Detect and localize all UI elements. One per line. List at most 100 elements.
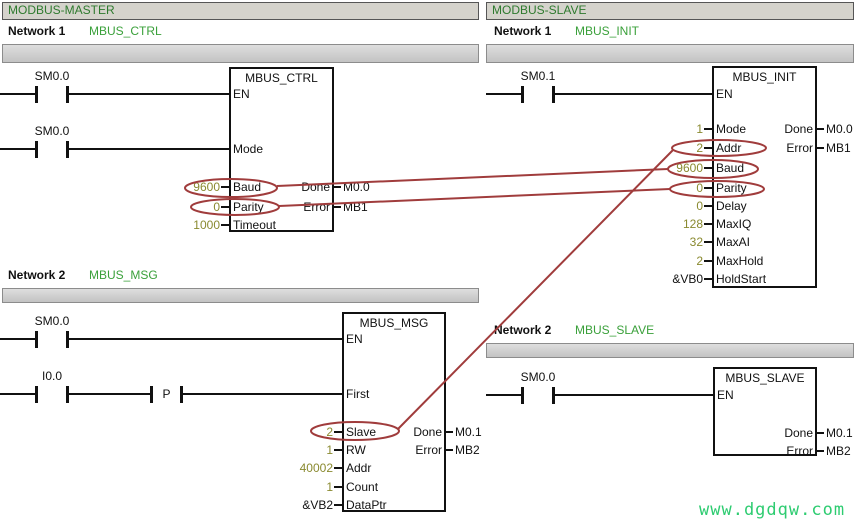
pin-label-holdstart: HoldStart	[716, 272, 767, 286]
param-value-dataptr[interactable]: &VB2	[302, 498, 333, 512]
param-value-baud[interactable]: 9600	[193, 180, 220, 194]
output-operand-done[interactable]: M0.1	[826, 426, 853, 440]
network-separator-bar	[2, 44, 479, 63]
param-value-slave[interactable]: 2	[326, 425, 333, 439]
watermark-text: www.dgdqw.com	[699, 500, 846, 520]
network-title: MBUS_CTRL	[89, 24, 162, 38]
pin-label-error: Error	[415, 443, 442, 457]
output-operand-done[interactable]: M0.0	[826, 122, 853, 136]
wire	[555, 394, 713, 396]
pin-tick	[221, 186, 229, 188]
param-value-holdstart[interactable]: &VB0	[672, 272, 703, 286]
param-value-maxai[interactable]: 32	[689, 235, 703, 249]
slave-program-header[interactable]: MODBUS-SLAVE	[486, 2, 854, 20]
pin-label-en: EN	[346, 332, 363, 346]
pin-tick	[221, 206, 229, 208]
pin-label-timeout: Timeout	[233, 218, 276, 232]
pin-label-addr: Addr	[346, 461, 372, 475]
param-value-maxiq[interactable]: 128	[682, 217, 703, 231]
contact-operand: SM0.0	[520, 370, 556, 384]
pin-tick	[333, 186, 341, 188]
output-operand-error[interactable]: MB1	[826, 141, 851, 155]
block-title: MBUS_INIT	[732, 70, 797, 84]
param-value-parity[interactable]: 0	[696, 181, 703, 195]
pin-label-parity: Parity	[233, 200, 264, 214]
pin-label-slave: Slave	[346, 425, 377, 439]
contact-bar	[552, 86, 555, 103]
master-program-header[interactable]: MODBUS-MASTER	[2, 2, 479, 20]
pin-label-done: Done	[301, 180, 330, 194]
block-title: MBUS_CTRL	[245, 71, 318, 85]
wire	[555, 93, 712, 95]
wire	[486, 394, 521, 396]
pin-label-en: EN	[717, 388, 734, 402]
param-value-baud[interactable]: 9600	[676, 161, 703, 175]
pin-tick	[704, 241, 712, 243]
param-value-parity[interactable]: 0	[213, 200, 220, 214]
output-operand-done[interactable]: M0.0	[343, 180, 370, 194]
pin-tick	[704, 223, 712, 225]
wire	[183, 393, 342, 395]
pin-label-count: Count	[346, 480, 379, 494]
pin-label-parity: Parity	[716, 181, 747, 195]
param-value-delay[interactable]: 0	[696, 199, 703, 213]
param-value-addr[interactable]: 40002	[299, 461, 333, 475]
param-value-count[interactable]: 1	[326, 480, 333, 494]
block-title: MBUS_SLAVE	[725, 371, 805, 385]
function-block-mbus-slave[interactable]: MBUS_SLAVE	[713, 367, 817, 456]
contact-operand: SM0.1	[520, 69, 556, 83]
param-value-rw[interactable]: 1	[326, 443, 333, 457]
pin-tick	[816, 147, 824, 149]
function-block-mbus-ctrl[interactable]: MBUS_CTRL	[229, 67, 334, 232]
wire	[0, 338, 37, 340]
pin-tick	[334, 486, 342, 488]
master-program-header-label: MODBUS-MASTER	[8, 3, 115, 17]
output-operand-error[interactable]: MB2	[826, 444, 851, 458]
param-value-addr[interactable]: 2	[696, 141, 703, 155]
pin-tick	[704, 167, 712, 169]
pin-label-mode: Mode	[716, 122, 747, 136]
pin-label-first: First	[346, 387, 370, 401]
annotation-line-parity-match	[278, 188, 671, 207]
wire	[69, 148, 229, 150]
output-operand-done[interactable]: M0.1	[455, 425, 482, 439]
pin-tick	[704, 260, 712, 262]
pin-label-rw: RW	[346, 443, 366, 457]
param-value-mode[interactable]: 1	[696, 122, 703, 136]
pin-label-maxhold: MaxHold	[716, 254, 764, 268]
pin-label-error: Error	[786, 141, 813, 155]
output-operand-error[interactable]: MB2	[455, 443, 480, 457]
pin-tick	[704, 147, 712, 149]
pin-label-en: EN	[716, 87, 733, 101]
contact-bar	[150, 386, 153, 403]
annotation-line-baud-match	[276, 168, 669, 187]
wire	[486, 93, 521, 95]
network-label: Network 1	[494, 24, 552, 38]
contact-bar	[180, 386, 183, 403]
network-separator-bar	[2, 288, 479, 303]
wire	[69, 338, 342, 340]
contact-operand: SM0.0	[34, 314, 70, 328]
pin-tick	[445, 449, 453, 451]
network-label: Network 2	[8, 268, 66, 282]
pin-label-done: Done	[784, 122, 813, 136]
network-title: MBUS_SLAVE	[575, 323, 655, 337]
pin-label-error: Error	[303, 200, 330, 214]
param-value-maxhold[interactable]: 2	[696, 254, 703, 268]
pin-tick	[704, 187, 712, 189]
contact-bar	[66, 331, 69, 348]
pin-label-maxiq: MaxIQ	[716, 217, 752, 231]
contact-bar	[521, 387, 524, 404]
pin-tick	[334, 449, 342, 451]
contact-operand: I0.0	[41, 369, 62, 383]
wire	[69, 393, 150, 395]
pin-tick	[334, 431, 342, 433]
edge-contact-label: P	[162, 387, 171, 401]
contact-bar	[66, 386, 69, 403]
pin-tick	[334, 504, 342, 506]
pin-label-mode: Mode	[233, 142, 264, 156]
pin-tick	[704, 128, 712, 130]
param-value-timeout[interactable]: 1000	[193, 218, 220, 232]
output-operand-error[interactable]: MB1	[343, 200, 368, 214]
